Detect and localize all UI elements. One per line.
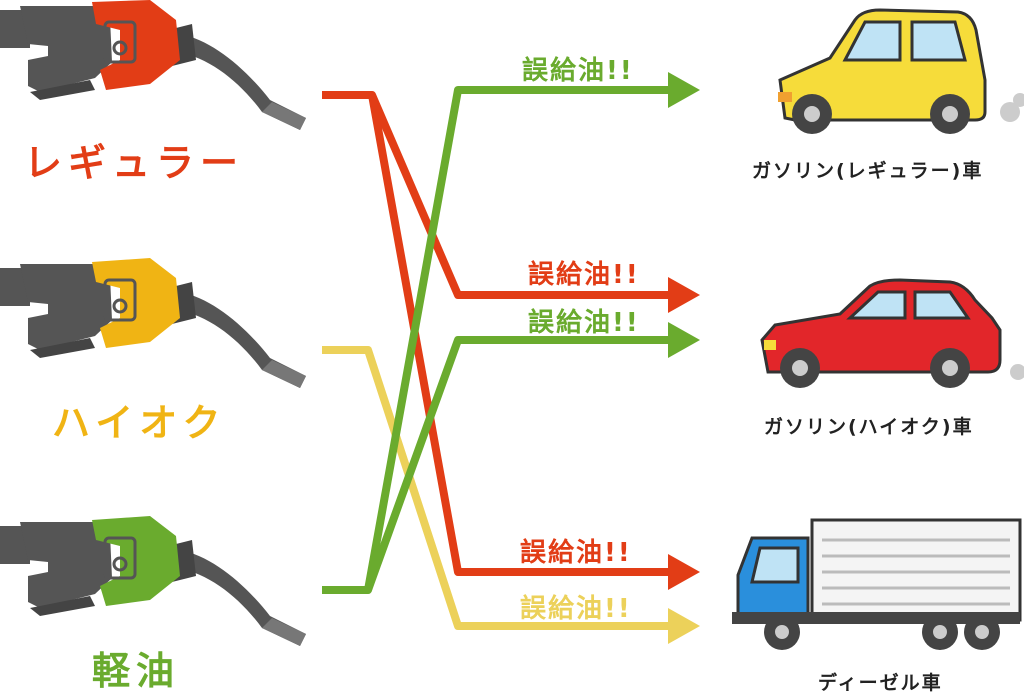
nozzle-regular-icon [0, 0, 306, 130]
misfuel-label: 誤給油!! [528, 260, 640, 290]
exhaust-icon [1000, 93, 1024, 122]
nozzle-diesel-icon [0, 516, 306, 646]
misfuel-label: 誤給油!! [528, 308, 640, 338]
misfuel-label: 誤給油!! [520, 594, 632, 624]
arrowheads [668, 72, 700, 644]
misfuel-label: 誤給油!! [522, 56, 634, 86]
line-regular-to-diesel [368, 94, 672, 576]
vehicle-label-regular: ガソリン(レギュラー)車 [752, 160, 984, 182]
line-highoctane-to-diesel [322, 346, 672, 630]
arrowhead [668, 322, 700, 358]
yellow-car-icon [778, 8, 1024, 134]
red-car-icon [760, 278, 1024, 388]
fuel-label-highoctane: ハイオク [52, 401, 227, 445]
fuel-label-regular: レギュラー [24, 141, 245, 185]
arrowhead [668, 608, 700, 644]
line-diesel-to-regular [322, 86, 672, 594]
fuel-label-diesel: 軽油 [92, 649, 181, 693]
line-regular-to-highoctane [322, 91, 672, 299]
arrowhead [668, 277, 700, 313]
vehicle-label-highoctane: ガソリン(ハイオク)車 [764, 416, 974, 438]
truck-icon [732, 518, 1022, 650]
misfuel-label: 誤給油!! [520, 538, 632, 568]
nozzle-highoctane-icon [0, 258, 306, 388]
arrowhead [668, 554, 700, 590]
arrowhead [668, 72, 700, 108]
vehicle-label-diesel: ディーゼル車 [818, 672, 943, 694]
line-diesel-to-highoctane [364, 336, 672, 592]
